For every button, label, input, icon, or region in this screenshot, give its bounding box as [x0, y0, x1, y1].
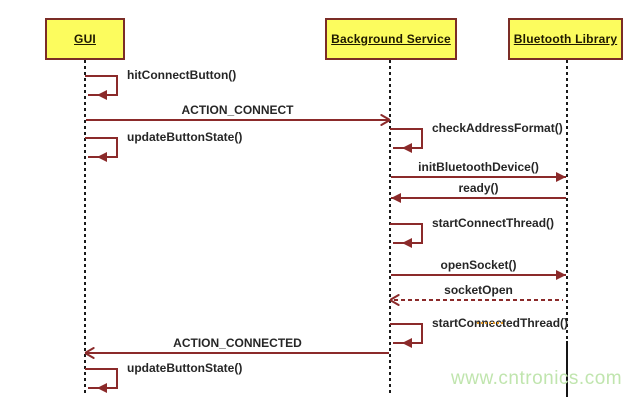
message-label: updateButtonState(): [127, 130, 243, 144]
lifeline-bluetooth-library: [566, 60, 568, 342]
message-line-dashed: [394, 299, 563, 301]
actor-box-gui: GUI: [45, 18, 125, 60]
actor-label: Bluetooth Library: [513, 32, 618, 46]
message-label: initBluetoothDevice(): [418, 160, 539, 174]
self-loop-line: [116, 75, 118, 96]
lifeline-gui: [84, 60, 86, 396]
arrowhead-filled: [97, 152, 107, 162]
message-label: ready(): [458, 181, 499, 195]
message-label: checkAddressFormat(): [432, 121, 563, 135]
self-loop-line: [390, 323, 423, 325]
message-line: [86, 119, 389, 121]
arrowhead-filled: [391, 193, 401, 203]
actor-label: GUI: [74, 32, 96, 46]
self-loop-line: [421, 223, 423, 244]
actor-box-bluetooth-library: Bluetooth Library: [508, 18, 623, 60]
lifeline-background-service: [389, 60, 391, 396]
self-loop-line: [116, 368, 118, 389]
actor-label: Background Service: [331, 32, 451, 46]
arrowhead-filled: [556, 270, 566, 280]
arrowhead-filled: [402, 143, 412, 153]
message-label: openSocket(): [440, 258, 517, 272]
message-line: [391, 197, 566, 199]
message-label: ACTION_CONNECTED: [173, 336, 302, 350]
spellcheck-squiggle: [477, 322, 503, 324]
message-label: ACTION_CONNECT: [181, 103, 294, 117]
message-line: [391, 176, 566, 178]
message-line: [391, 274, 566, 276]
self-loop-line: [85, 368, 118, 370]
vertical-line-artifact: [566, 341, 568, 397]
watermark: www.cntronics.com: [451, 368, 623, 389]
arrowhead-filled: [402, 338, 412, 348]
message-label: startConnectThread(): [432, 216, 555, 230]
actor-box-background-service: Background Service: [325, 18, 457, 60]
arrowhead-filled: [556, 172, 566, 182]
arrowhead-filled: [97, 383, 107, 393]
message-label: updateButtonState(): [127, 361, 243, 375]
self-loop-line: [85, 75, 118, 77]
self-loop-line: [421, 323, 423, 344]
message-label: socketOpen: [444, 283, 513, 297]
arrowhead-filled: [402, 238, 412, 248]
self-loop-line: [390, 223, 423, 225]
message-label: hitConnectButton(): [127, 68, 237, 82]
arrowhead-filled: [97, 90, 107, 100]
self-loop-line: [421, 128, 423, 149]
self-loop-line: [390, 128, 423, 130]
message-line: [86, 352, 389, 354]
self-loop-line: [116, 137, 118, 158]
self-loop-line: [85, 137, 118, 139]
